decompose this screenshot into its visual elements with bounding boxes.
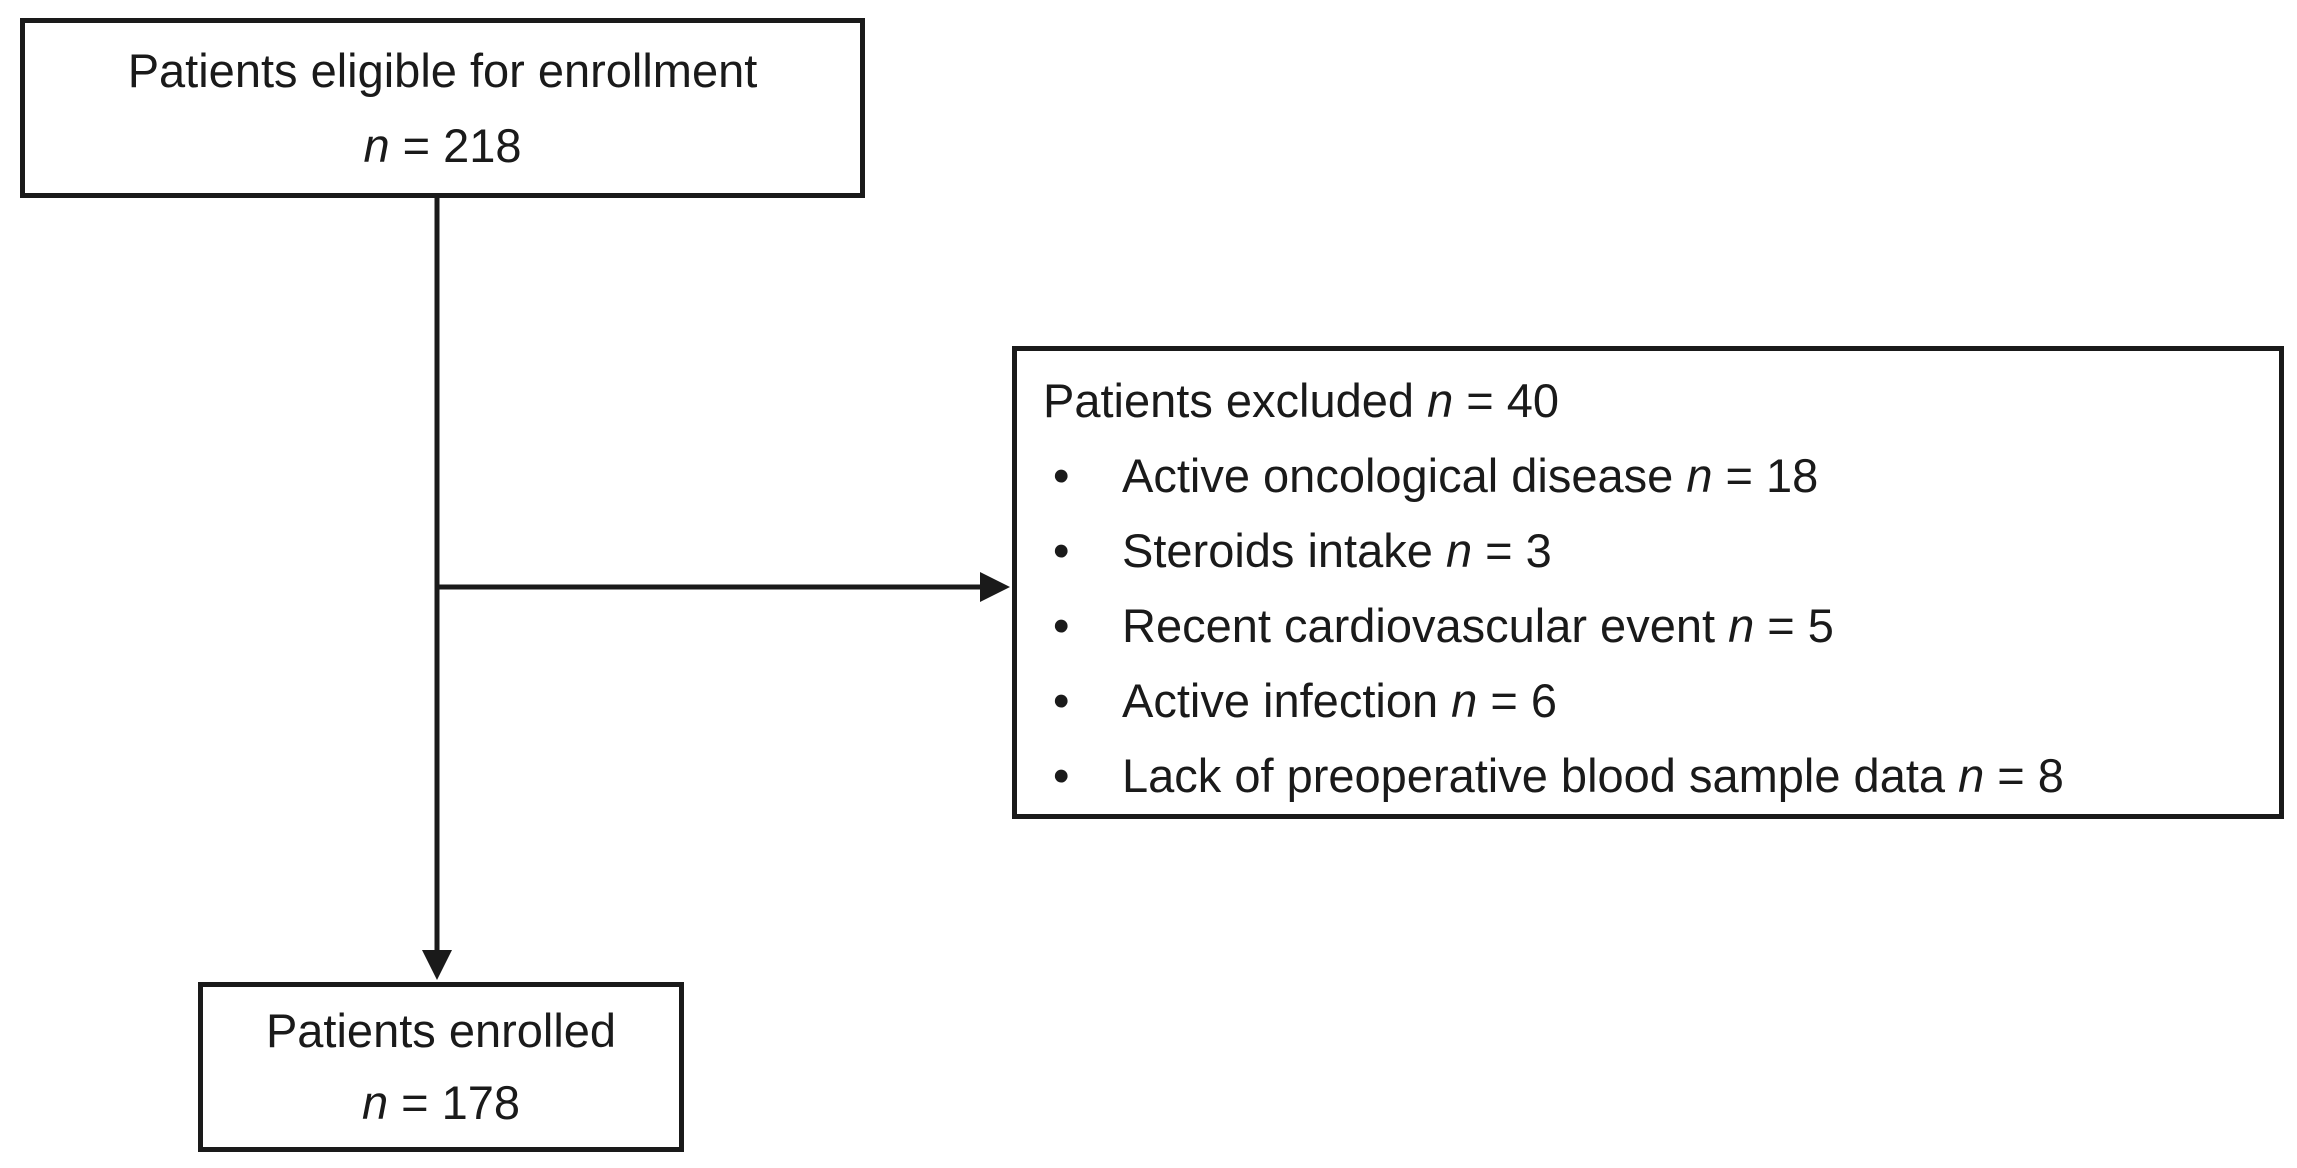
flow-arrow-right-icon bbox=[980, 572, 1010, 602]
enrolled-box-count: n = 178 bbox=[203, 1067, 679, 1139]
bullet-icon: • bbox=[1053, 674, 1070, 727]
excluded-box-heading: Patients excluded n = 40 bbox=[1017, 363, 2259, 438]
n-symbol: n bbox=[1427, 374, 1454, 427]
exclusion-item-label: Lack of preoperative blood sample data n… bbox=[1122, 749, 2064, 802]
heading-text: Patients excluded bbox=[1043, 374, 1428, 427]
n-value: = 218 bbox=[389, 119, 522, 172]
n-symbol: n bbox=[363, 119, 390, 172]
excluded-box: Patients excluded n = 40 • Active oncolo… bbox=[1012, 346, 2284, 819]
eligible-box: Patients eligible for enrollment n = 218 bbox=[20, 18, 865, 198]
n-value: = 40 bbox=[1453, 374, 1560, 427]
enrolled-box: Patients enrolled n = 178 bbox=[198, 982, 684, 1152]
n-symbol: n bbox=[361, 1076, 389, 1129]
exclusion-item: • Active oncological disease n = 18 bbox=[1017, 438, 2259, 513]
enrolled-box-title: Patients enrolled bbox=[265, 1004, 617, 1057]
exclusion-item-label: Recent cardiovascular event n = 5 bbox=[1122, 599, 1834, 652]
exclusion-item: • Steroids intake n = 3 bbox=[1017, 513, 2259, 588]
eligible-box-title: Patients eligible for enrollment bbox=[127, 44, 758, 97]
exclusion-item: • Recent cardiovascular event n = 5 bbox=[1017, 588, 2259, 663]
bullet-icon: • bbox=[1053, 449, 1070, 502]
exclusion-item-label: Steroids intake n = 3 bbox=[1122, 524, 1552, 577]
exclusion-item: • Active infection n = 6 bbox=[1017, 663, 2259, 738]
n-value: = 178 bbox=[388, 1076, 521, 1129]
bullet-icon: • bbox=[1053, 599, 1070, 652]
bullet-icon: • bbox=[1053, 524, 1070, 577]
exclusion-item-label: Active infection n = 6 bbox=[1122, 674, 1558, 727]
exclusion-item: • Lack of preoperative blood sample data… bbox=[1017, 738, 2259, 813]
flow-arrow-down-icon bbox=[422, 950, 452, 980]
exclusion-item-label: Active oncological disease n = 18 bbox=[1122, 449, 1819, 502]
bullet-icon: • bbox=[1053, 749, 1070, 802]
eligible-box-count: n = 218 bbox=[25, 108, 860, 183]
